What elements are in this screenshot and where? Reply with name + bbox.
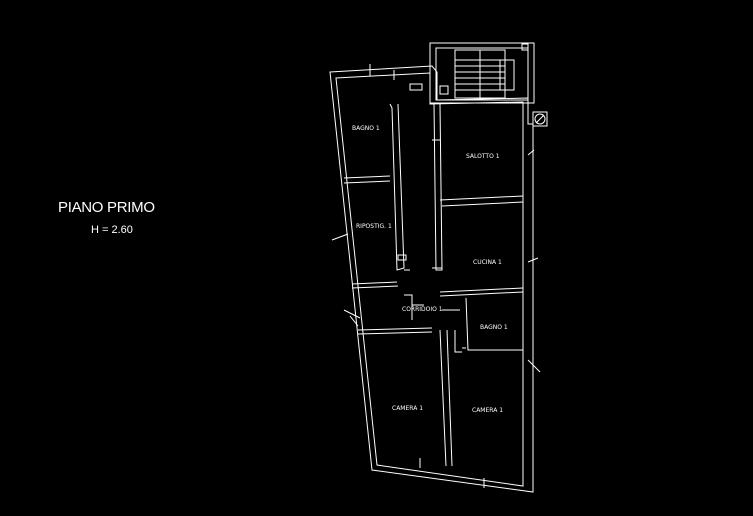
room-labels: BAGNO 1 SALOTTO 1 RIPOSTIG. 1 CUCINA 1 C…	[352, 125, 508, 414]
floor-title: PIANO PRIMO	[58, 199, 155, 216]
ceiling-height-label: H = 2.60	[91, 224, 133, 236]
room-label-bagno-top: BAGNO 1	[352, 125, 380, 132]
room-label-cucina: CUCINA 1	[473, 259, 502, 266]
room-label-camera-right: CAMERA 1	[472, 407, 503, 414]
door-marks	[331, 64, 541, 488]
room-label-ripostiglio: RIPOSTIG. 1	[356, 223, 392, 230]
room-label-corridoio: CORRIDOIO 1	[402, 306, 443, 313]
room-label-salotto: SALOTTO 1	[466, 153, 500, 160]
no-entry-icon	[532, 111, 548, 127]
interior-walls	[343, 103, 524, 467]
room-label-bagno-right: BAGNO 1	[480, 324, 508, 331]
stair-block	[429, 42, 535, 104]
room-label-camera-left: CAMERA 1	[392, 405, 423, 412]
